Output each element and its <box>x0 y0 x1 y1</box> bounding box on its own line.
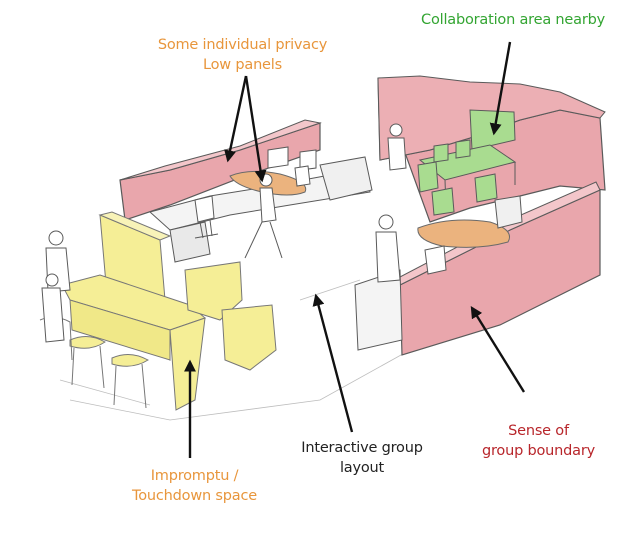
monitor <box>267 146 289 169</box>
yellow-counter-leg <box>169 317 206 411</box>
yellow-panel-edge <box>98 211 172 241</box>
left-desk-cabinet <box>319 156 373 201</box>
arrow-privacy-right <box>244 75 267 183</box>
label-group-boundary: Sense of group boundary <box>466 421 611 461</box>
green-chair-1 <box>417 161 439 193</box>
touchdown-space <box>39 211 277 411</box>
stool-2 <box>111 354 149 409</box>
arrow-privacy-left <box>224 75 248 163</box>
green-chair-2 <box>431 187 455 216</box>
label-impromptu-line-2: Touchdown space <box>132 488 257 504</box>
green-chair-3 <box>474 173 498 203</box>
lounge-chair-2 <box>221 304 277 371</box>
label-impromptu-line-1: Impromptu / <box>150 468 239 484</box>
label-privacy-line-1: Some individual privacy <box>157 37 328 53</box>
green-chair-4 <box>433 143 449 163</box>
left-workstation <box>119 119 373 263</box>
label-collaboration-area: Collaboration area nearby <box>408 10 618 30</box>
left-desk-pedestal <box>169 221 211 263</box>
chair-left-desk <box>194 195 219 239</box>
stool-1 <box>69 336 106 389</box>
left-red-panel-top <box>119 119 322 181</box>
label-boundary-line-2: group boundary <box>481 443 595 459</box>
label-boundary-line-1: Sense of <box>508 423 569 439</box>
label-privacy-line-2: Low panels <box>203 57 282 73</box>
right-cabinet <box>494 195 523 229</box>
chair-small-left <box>294 165 311 187</box>
label-interactive-group-layout: Interactive group layout <box>282 438 442 478</box>
yellow-counter-side <box>69 299 171 361</box>
right-boundary <box>354 75 606 356</box>
label-interactive-line-2: layout <box>339 460 385 476</box>
floor-sketch <box>59 279 411 421</box>
arrow-collaboration <box>489 41 512 136</box>
label-interactive-line-1: Interactive group <box>301 440 423 456</box>
figures-right <box>375 123 407 283</box>
arrow-boundary <box>470 305 526 393</box>
right-orange-table <box>417 219 510 248</box>
figures-left <box>41 230 71 343</box>
callout-arrows <box>184 41 526 458</box>
label-impromptu-touchdown: Impromptu / Touchdown space <box>122 466 267 506</box>
green-chair-5 <box>455 139 471 159</box>
label-individual-privacy: Some individual privacy Low panels <box>140 35 345 75</box>
label-collaboration-line-1: Collaboration area nearby <box>421 12 605 28</box>
arrow-interactive <box>312 293 354 433</box>
right-desk-chair <box>424 245 447 275</box>
monitor-2 <box>299 149 317 171</box>
